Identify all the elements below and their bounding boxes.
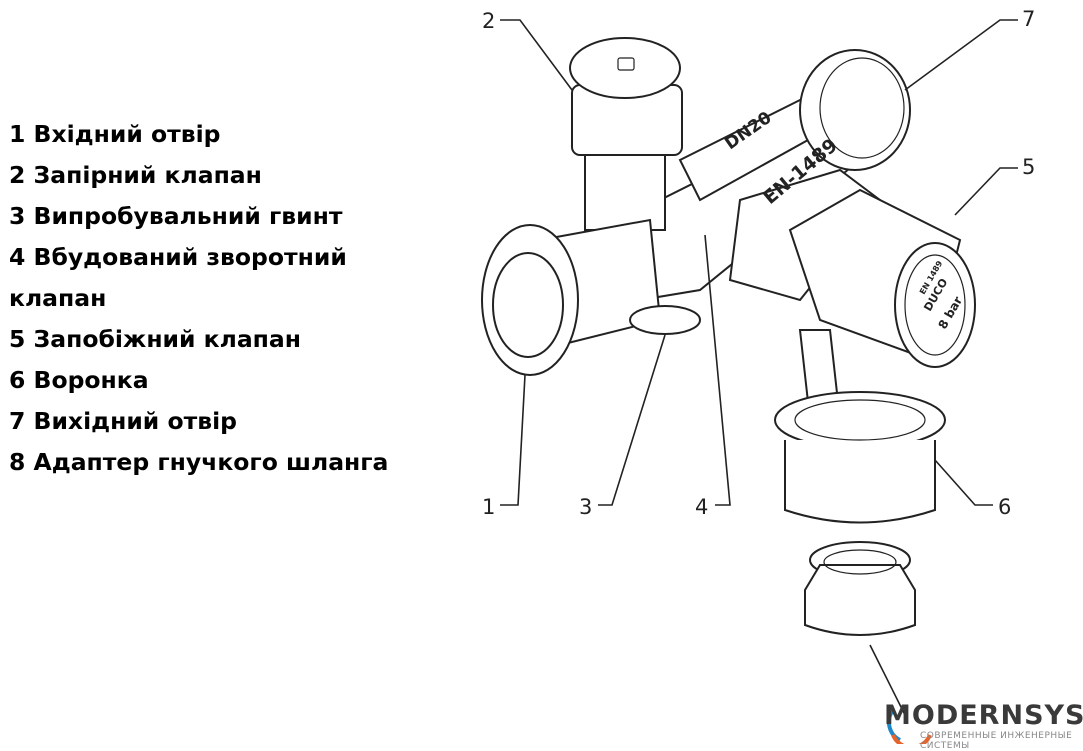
legend-item: 2 Запірний клапан	[9, 161, 262, 189]
legend-item: 3 Випробувальний гвинт	[9, 202, 343, 230]
legend-item: 8 Адаптер гнучкого шланга	[9, 448, 389, 476]
callout-numbers: 2 7 5 1 3 4 6	[482, 7, 1035, 519]
callout-1: 1	[482, 495, 495, 519]
logo-tagline: СОВРЕМЕННЫЕ ИНЖЕНЕРНЫЕ СИСТЕМЫ	[920, 731, 1073, 751]
callout-2: 2	[482, 9, 495, 33]
callout-7: 7	[1022, 7, 1035, 31]
callout-5: 5	[1022, 155, 1035, 179]
legend-item: 7 Вихідний отвір	[9, 407, 237, 435]
leader-lines	[500, 19, 1018, 716]
callout-6: 6	[998, 495, 1011, 519]
parts-legend: 1 Вхідний отвір 2 Запірний клапан 3 Випр…	[9, 114, 429, 483]
valve-body: DN20 EN-1489 EN 1489 DUCO 8 bar	[481, 37, 976, 636]
modernsys-logo: MODERNSYS СОВРЕМЕННЫЕ ИНЖЕНЕРНЫЕ СИСТЕМЫ	[884, 700, 1083, 751]
legend-item: 6 Воронка	[9, 366, 149, 394]
callout-3: 3	[579, 495, 592, 519]
legend-item: 1 Вхідний отвір	[9, 120, 221, 148]
legend-item: 5 Запобіжний клапан	[9, 325, 302, 353]
callout-4: 4	[695, 495, 708, 519]
legend-item: 4 Вбудований зворотний клапан	[9, 243, 347, 312]
logo-ring-icon	[886, 708, 932, 744]
logo-name: MODERNSYS	[884, 700, 1083, 731]
